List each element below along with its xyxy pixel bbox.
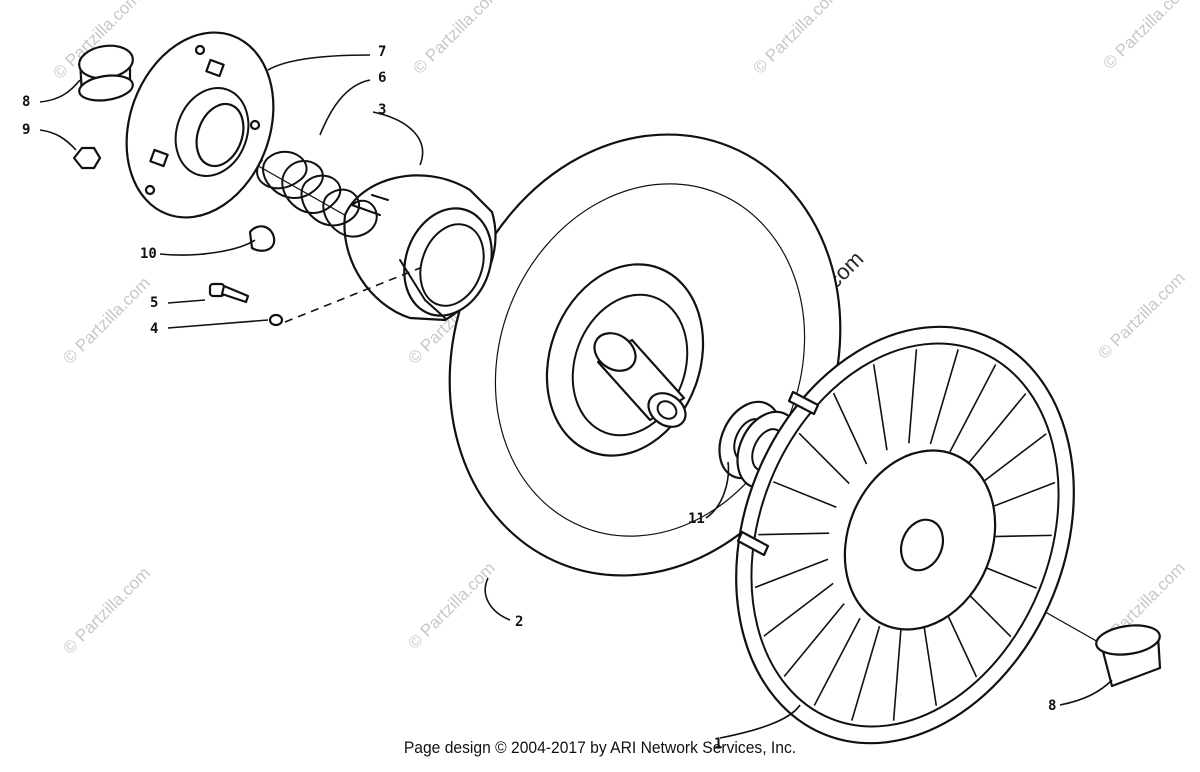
callout-11: 11 [688,511,705,527]
callout-2: 2 [515,614,523,630]
watermark-7: © Partzilla.com [1094,268,1188,362]
sheave-fin [922,619,938,706]
callout-9: 9 [22,122,30,138]
sheave-fin [851,625,881,721]
watermark-8: © Partzilla.com [59,563,153,657]
bushing-left [78,44,134,102]
spring [256,150,381,238]
callout-6: 6 [378,70,386,86]
sheave-fin [783,603,845,678]
callout-4: 4 [150,321,158,337]
sheave-fin [965,392,1027,467]
sheave-fin [832,392,868,465]
cover-plate [125,31,275,219]
sheave-fin [754,558,829,589]
sheave-fin [908,349,918,444]
callout-8-left: 8 [22,94,30,110]
callouts: 1 2 3 4 5 6 7 8 8 9 10 11 [22,44,1056,752]
watermark-5: © Partzilla.com [59,273,153,367]
sheave-fin [872,364,888,451]
cam-button [248,225,276,252]
watermark-2: © Partzilla.com [409,0,503,78]
fixed-sheave [735,325,1075,745]
sheave-fin [813,617,861,706]
sheave-fin [942,605,978,678]
sheave-fin [929,349,959,445]
callout-8-right: 8 [1048,698,1056,714]
callout-1: 1 [714,736,722,752]
sheave-fin [758,532,830,536]
watermark-3: © Partzilla.com [749,0,843,78]
nut [72,146,102,170]
watermark-9: © Partzilla.com [404,558,498,652]
sheave-fin [763,582,834,637]
callout-3: 3 [378,102,386,118]
leader-lines [39,54,1113,739]
callout-10: 10 [140,246,157,262]
sheave-fin [892,626,902,721]
bolt [208,282,250,304]
footer-copyright: Page design © 2004-2017 by ARI Network S… [403,738,797,757]
sheave-fin [949,364,997,453]
sheave-fin [976,433,1047,488]
callout-5: 5 [150,295,158,311]
washer [268,313,284,327]
sheave-fin [773,481,837,509]
watermark-4: © Partzilla.com [1099,0,1193,73]
callout-7: 7 [378,44,386,60]
bushing-right [1095,624,1162,688]
sheave-fin [798,432,850,485]
